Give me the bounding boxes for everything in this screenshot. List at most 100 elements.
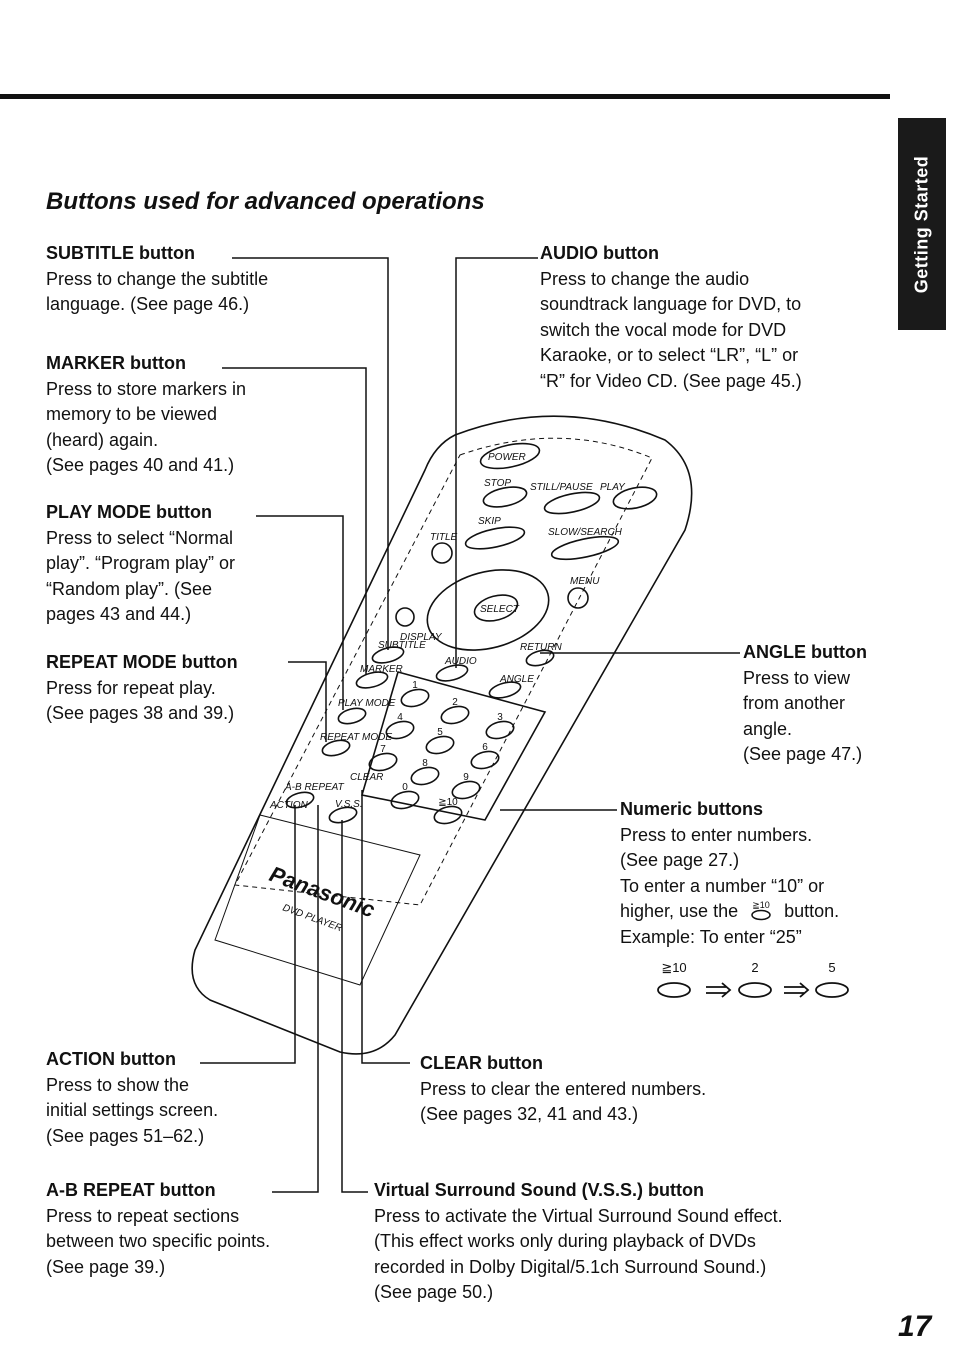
- remote-label-angle: ANGLE: [499, 674, 534, 685]
- remote-label-stop: STOP: [484, 478, 511, 489]
- remote-marker-key: [355, 671, 389, 689]
- leader-repeat-mode: [288, 661, 327, 742]
- remote-key-2: [440, 705, 470, 725]
- remote-inner-panel: [234, 437, 653, 906]
- ten-plus-key-icon-label: ≧10: [752, 900, 770, 910]
- action-line: Press to show the: [46, 1074, 190, 1095]
- numeric-line-part: button.: [784, 901, 840, 921]
- remote-label-slow-search: SLOW/SEARCH: [548, 527, 623, 538]
- play-mode-line: “Random play”. (See: [46, 578, 213, 599]
- marker-line: (heard) again.: [46, 429, 159, 450]
- remote-key-8: [410, 766, 440, 786]
- remote-vss-key: [328, 806, 358, 824]
- play-mode-button-description: PLAY MODE button Press to select “Normal…: [46, 500, 235, 628]
- audio-line: “R” for Video CD. (See page 45.): [540, 370, 802, 391]
- remote-body-outline: [191, 415, 693, 1055]
- vss-line: (This effect works only during playback …: [374, 1231, 756, 1251]
- remote-direction-pad: [426, 569, 550, 651]
- numeric-line: (See page 27.): [620, 850, 740, 870]
- repeat-mode-button-heading: REPEAT MODE button: [46, 652, 238, 672]
- numeric-line: Press to enter numbers.: [620, 824, 813, 845]
- remote-label-title: TITLE: [430, 532, 458, 543]
- remote-key-4: [385, 720, 415, 740]
- sequence-key-label: 5: [828, 960, 835, 975]
- marker-button-description: MARKER button Press to store markers in …: [46, 351, 246, 479]
- top-rule: [0, 94, 890, 99]
- ab-repeat-button-description: A-B REPEAT button Press to repeat sectio…: [46, 1178, 270, 1280]
- ab-repeat-line: Press to repeat sections: [46, 1205, 240, 1226]
- sequence-key-icon: [738, 982, 772, 998]
- clear-button-description: CLEAR button Press to clear the entered …: [420, 1051, 706, 1128]
- numeric-line-part: higher, use the: [620, 901, 739, 921]
- vss-line: recorded in Dolby Digital/5.1ch Surround…: [374, 1256, 767, 1277]
- section-tab: Getting Started: [898, 118, 946, 330]
- remote-label-action: ACTION: [269, 800, 309, 811]
- remote-key-label-6: 6: [482, 742, 488, 753]
- remote-menu-key: [567, 587, 589, 609]
- remote-key-label-9: 9: [463, 772, 469, 783]
- remote-key-5: [425, 735, 455, 755]
- remote-key-1: [400, 688, 430, 708]
- marker-button-heading: MARKER button: [46, 353, 186, 373]
- leader-marker: [222, 367, 367, 675]
- remote-key-label-4: 4: [397, 712, 403, 723]
- audio-line: switch the vocal mode for DVD: [540, 319, 787, 340]
- vss-line: Press to activate the Virtual Surround S…: [374, 1205, 783, 1226]
- ten-plus-key-icon: ≧10: [751, 900, 771, 921]
- remote-key-label-8: 8: [422, 758, 428, 769]
- sequence-key-icon: [657, 982, 691, 998]
- leader-play-mode: [256, 515, 344, 710]
- remote-audio-key: [435, 664, 469, 682]
- remote-key-9: [451, 780, 481, 800]
- remote-label-repeat-mode: REPEAT MODE: [320, 732, 392, 743]
- leader-action: [200, 805, 296, 1064]
- arrow-right-icon: [784, 982, 810, 998]
- remote-label-still-pause: STILL/PAUSE: [530, 482, 593, 493]
- audio-line: Press to change the audio: [540, 268, 750, 289]
- repeat-mode-line: (See pages 38 and 39.): [46, 703, 235, 723]
- remote-play-key: [612, 486, 658, 510]
- remote-label-subtitle: SUBTITLE: [378, 640, 426, 651]
- remote-power-key: [479, 442, 541, 470]
- audio-line: Karaoke, or to select “LR”, “L” or: [540, 345, 799, 365]
- remote-key-label-3: 3: [497, 712, 503, 723]
- subtitle-button-description: SUBTITLE button Press to change the subt…: [46, 241, 268, 318]
- audio-button-heading: AUDIO button: [540, 243, 659, 263]
- subtitle-button-heading: SUBTITLE button: [46, 243, 195, 263]
- remote-label-power: POWER: [488, 452, 526, 463]
- audio-line: soundtrack language for DVD, to: [540, 294, 802, 314]
- clear-line: Press to clear the entered numbers.: [420, 1078, 707, 1099]
- ab-repeat-line: (See page 39.): [46, 1256, 166, 1277]
- remote-label-play: PLAY: [600, 482, 626, 493]
- action-line: (See pages 51–62.): [46, 1125, 205, 1146]
- remote-label-menu: MENU: [570, 576, 600, 587]
- play-mode-line: Press to select “Normal: [46, 527, 234, 548]
- remote-key-label-7: 7: [380, 744, 386, 755]
- remote-select-key: [473, 594, 519, 622]
- marker-line: (See pages 40 and 41.): [46, 455, 235, 475]
- remote-lower-panel: [214, 814, 421, 986]
- numeric-line: Example: To enter “25”: [620, 926, 802, 947]
- numeric-buttons-heading: Numeric buttons: [620, 799, 764, 819]
- numeric-line: higher, use the ≧10 button.: [620, 899, 839, 925]
- vss-button-heading: Virtual Surround Sound (V.S.S.) button: [374, 1180, 704, 1200]
- remote-label-select: SELECT: [480, 604, 520, 615]
- ab-repeat-button-heading: A-B REPEAT button: [46, 1180, 216, 1200]
- remote-title-key: [431, 542, 453, 564]
- remote-key-6: [470, 750, 500, 770]
- repeat-mode-line: Press for repeat play.: [46, 677, 216, 698]
- remote-search-key: [550, 535, 620, 561]
- remote-label-ab-repeat: A-B REPEAT: [284, 782, 345, 793]
- remote-play-mode-key: [337, 707, 367, 725]
- remote-key-label-1: 1: [412, 680, 418, 691]
- page-number: 17: [898, 1310, 932, 1343]
- action-line: initial settings screen.: [46, 1100, 219, 1120]
- play-mode-button-heading: PLAY MODE button: [46, 502, 212, 522]
- remote-key-label-5: 5: [437, 727, 443, 738]
- numeric-buttons-description: Numeric buttons Press to enter numbers. …: [620, 797, 839, 950]
- remote-label-play-mode: PLAY MODE: [338, 698, 396, 709]
- section-title: Buttons used for advanced operations: [46, 188, 485, 215]
- remote-skip-key: [464, 526, 526, 550]
- angle-line: (See page 47.): [743, 744, 863, 764]
